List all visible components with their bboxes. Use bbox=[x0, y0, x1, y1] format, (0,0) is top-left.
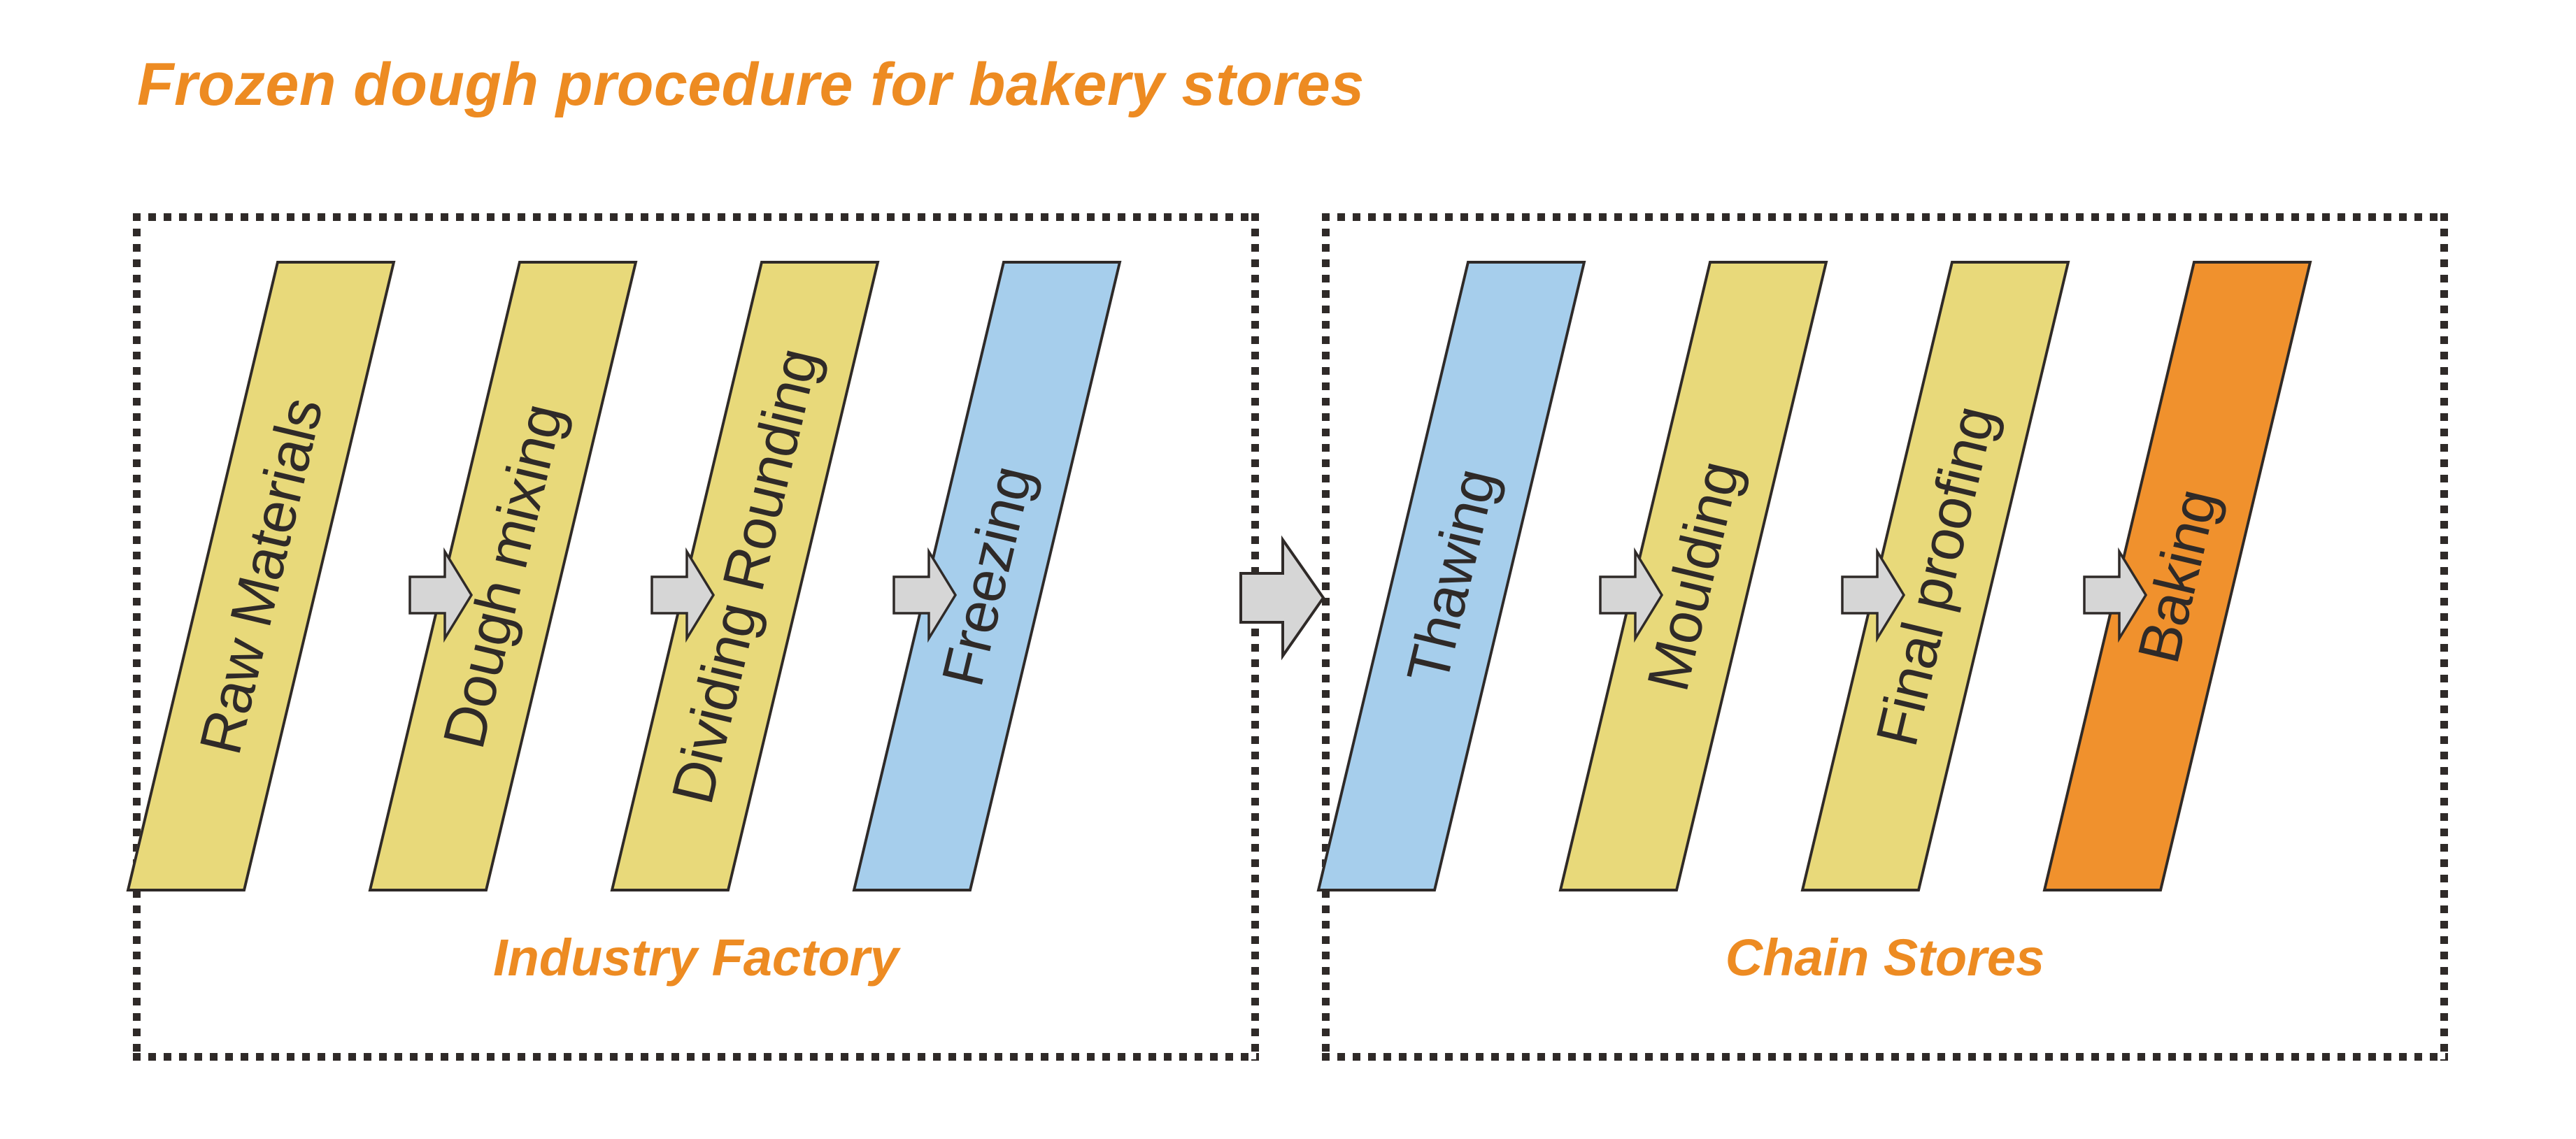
panel-border-left bbox=[133, 213, 141, 1061]
panel-industry-factory: Industry Factory bbox=[133, 213, 1259, 1061]
panel-caption-chain-stores: Chain Stores bbox=[1725, 929, 2045, 987]
arrow-right-icon bbox=[650, 547, 716, 643]
arrow-right-icon bbox=[892, 547, 958, 643]
panel-border-top bbox=[1322, 213, 2448, 221]
panel-chain-stores: Chain Stores bbox=[1322, 213, 2448, 1061]
panel-border-bottom bbox=[1322, 1053, 2448, 1061]
step-label: Thawing bbox=[1394, 463, 1509, 689]
arrow-right-icon bbox=[1599, 547, 1664, 643]
arrow-right-icon bbox=[1239, 535, 1325, 661]
panel-border-top bbox=[133, 213, 1259, 221]
arrow-right-icon bbox=[2083, 547, 2148, 643]
panel-border-left bbox=[1322, 213, 1330, 1061]
panel-border-right bbox=[2440, 213, 2448, 1061]
panel-border-bottom bbox=[133, 1053, 1259, 1061]
arrow-right-icon bbox=[408, 547, 474, 643]
page-title: Frozen dough procedure for bakery stores bbox=[137, 51, 1365, 118]
arrow-right-icon bbox=[1841, 547, 1906, 643]
panel-border-right bbox=[1251, 213, 1259, 1061]
panel-caption-industry-factory: Industry Factory bbox=[493, 929, 899, 987]
